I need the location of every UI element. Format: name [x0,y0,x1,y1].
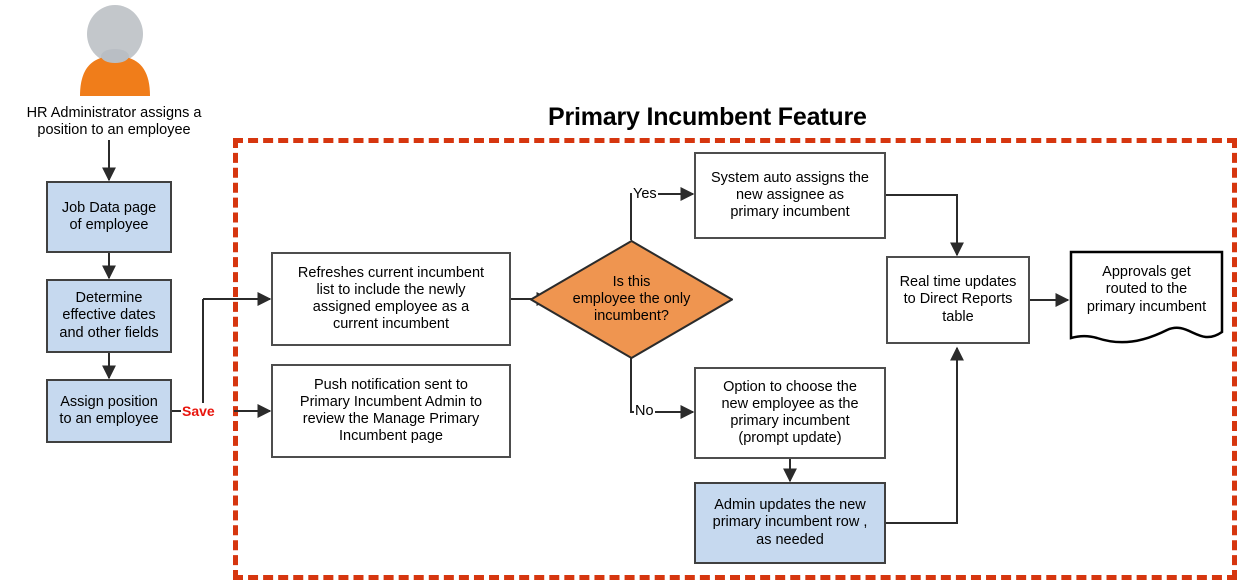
edge-label-no: No [634,403,655,419]
node-approvals-routed[interactable]: Approvals get routed to the primary incu… [1069,250,1224,346]
node-real-time-updates[interactable]: Real time updates to Direct Reports tabl… [886,256,1030,344]
node-option-to-choose[interactable]: Option to choose the new employee as the… [694,367,886,459]
node-refresh-incumbent-list[interactable]: Refreshes current incumbent list to incl… [271,252,511,346]
node-push-notification[interactable]: Push notification sent to Primary Incumb… [271,364,511,458]
edge-label-save: Save [181,403,216,419]
primary-incumbent-feature-region [233,138,1237,580]
node-assign-position[interactable]: Assign position to an employee [46,379,172,443]
node-job-data-page[interactable]: Job Data page of employee [46,181,172,253]
actor-caption: HR Administrator assigns a position to a… [26,105,202,139]
diagram-title: Primary Incumbent Feature [548,103,867,131]
node-system-auto-assigns[interactable]: System auto assigns the new assignee as … [694,152,886,239]
user-avatar-icon [70,4,160,96]
document-label: Approvals get routed to the primary incu… [1086,264,1207,315]
node-only-incumbent-decision[interactable]: Is this employee the only incumbent? [530,240,733,359]
node-admin-updates-row[interactable]: Admin updates the new primary incumbent … [694,482,886,564]
node-determine-dates[interactable]: Determine effective dates and other fiel… [46,279,172,353]
decision-label: Is this employee the only incumbent? [572,273,691,325]
edge-label-yes: Yes [632,186,658,202]
